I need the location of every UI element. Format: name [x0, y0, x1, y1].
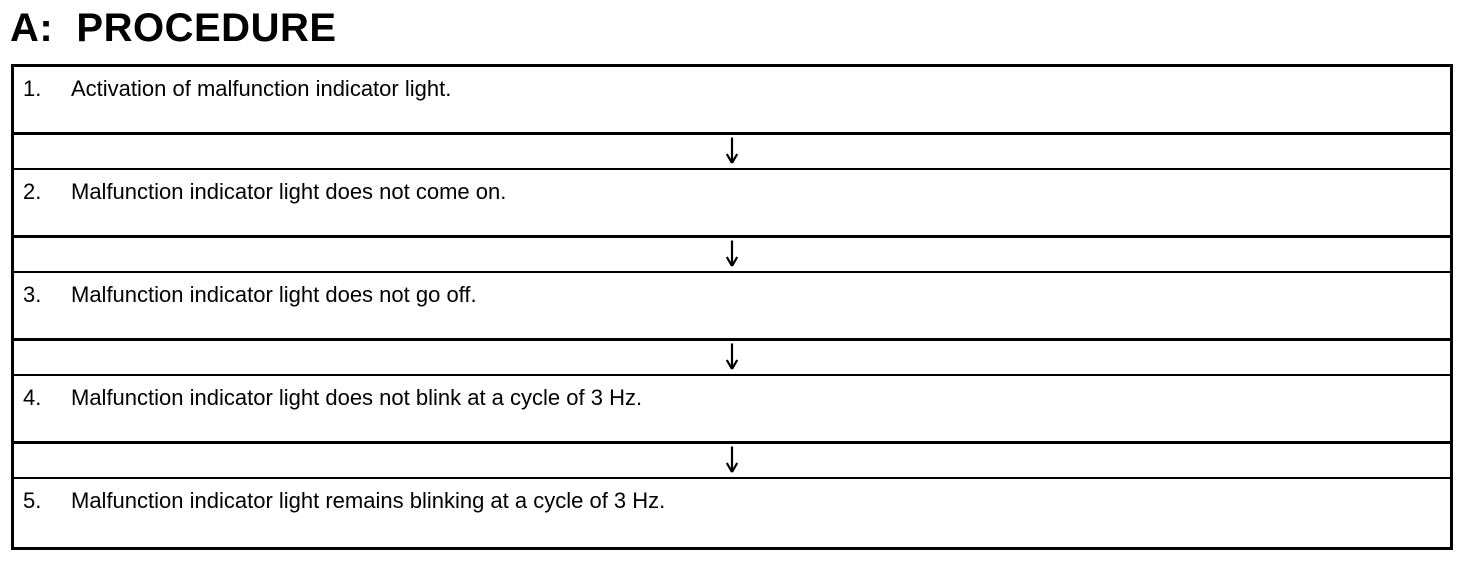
step-number: 4.: [23, 385, 42, 410]
step-text: Malfunction indicator light remains blin…: [71, 488, 666, 513]
down-arrow-icon: [725, 240, 739, 267]
procedure-flow-table: 1. Activation of malfunction indicator l…: [11, 64, 1453, 550]
step-number: 1.: [23, 76, 42, 101]
procedure-step-row-1: 1. Activation of malfunction indicator l…: [14, 67, 1450, 135]
down-arrow-icon: [725, 446, 739, 473]
step-number: 5.: [23, 488, 42, 513]
procedure-step-row-3: 3. Malfunction indicator light does not …: [14, 273, 1450, 341]
down-arrow-icon: [725, 343, 739, 370]
procedure-step-row-5: 5. Malfunction indicator light remains b…: [14, 479, 1450, 547]
procedure-step-row-4: 4. Malfunction indicator light does not …: [14, 376, 1450, 444]
step-number: 2.: [23, 179, 42, 204]
step-text: Malfunction indicator light does not com…: [71, 179, 507, 204]
flow-arrow-row: [14, 135, 1450, 170]
down-arrow-icon: [725, 137, 739, 164]
step-number: 3.: [23, 282, 42, 307]
flow-arrow-row: [14, 341, 1450, 376]
step-text: Malfunction indicator light does not go …: [71, 282, 477, 307]
page-title: A: PROCEDURE: [10, 6, 337, 50]
step-text: Activation of malfunction indicator ligh…: [71, 76, 452, 101]
flow-arrow-row: [14, 238, 1450, 273]
flow-arrow-row: [14, 444, 1450, 479]
step-text: Malfunction indicator light does not bli…: [71, 385, 643, 410]
procedure-step-row-2: 2. Malfunction indicator light does not …: [14, 170, 1450, 238]
